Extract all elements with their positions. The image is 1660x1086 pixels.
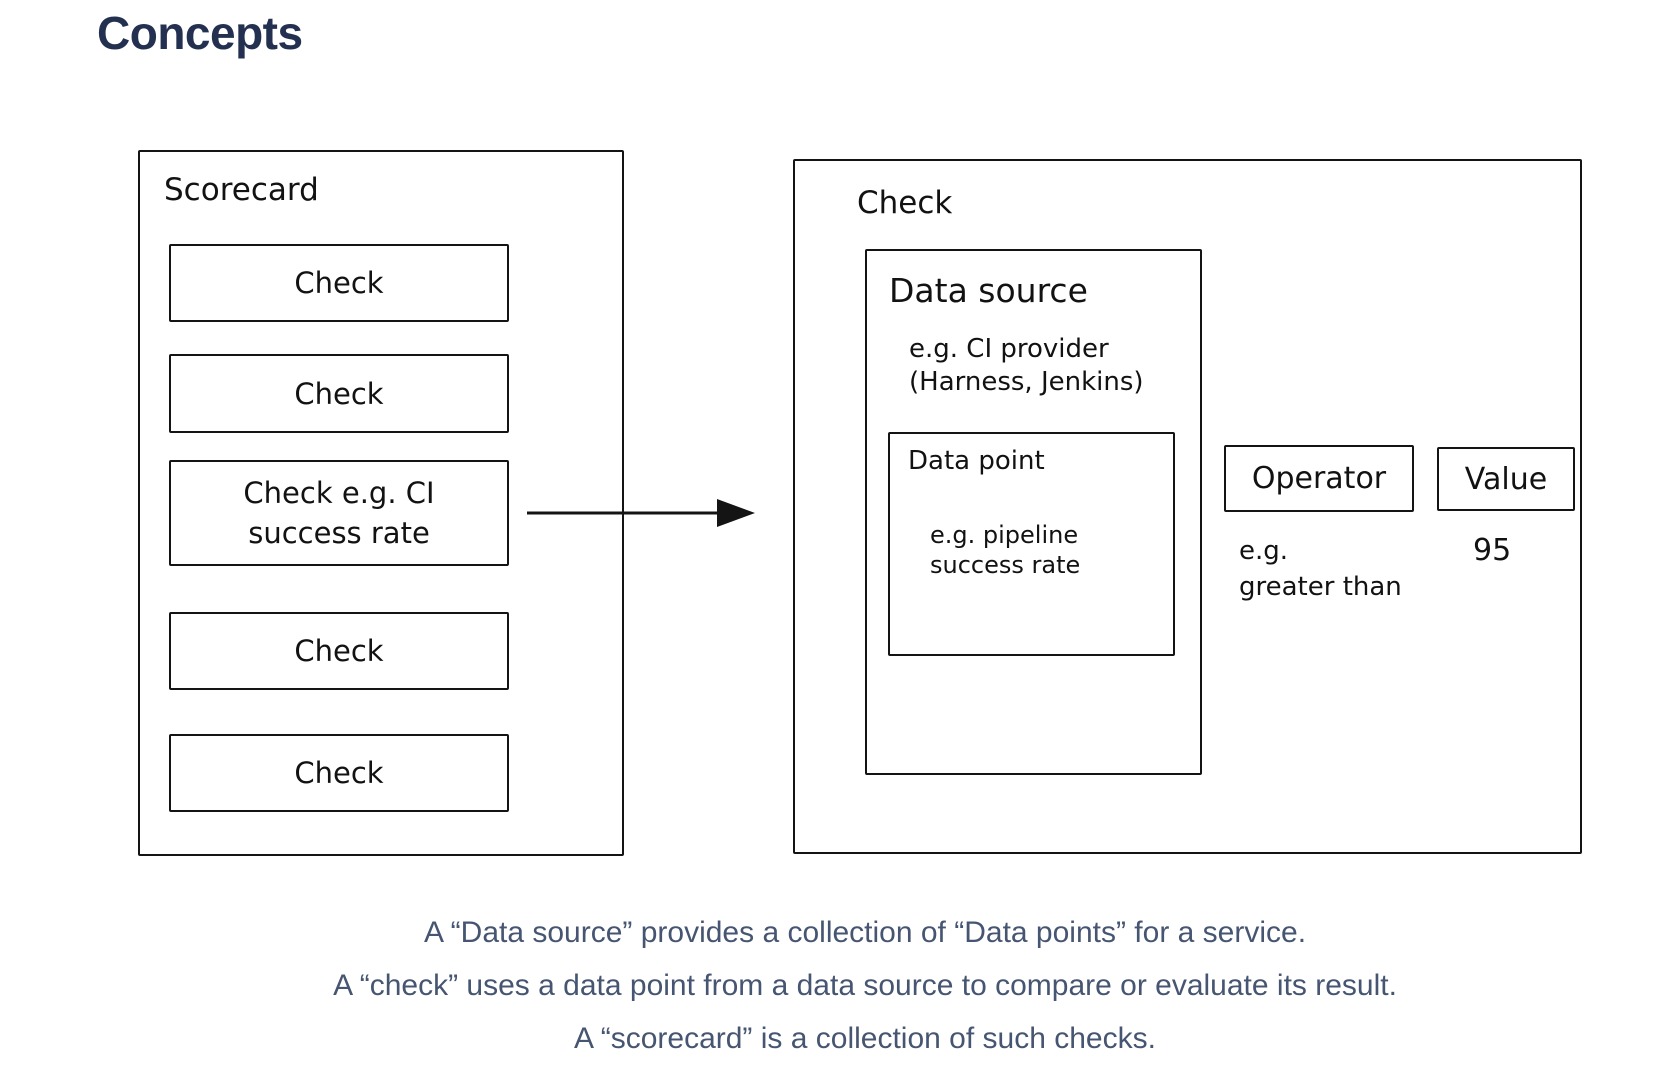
data-point-example-line: e.g. pipeline [930,521,1079,549]
check-detail-label: Check [857,185,953,221]
data-source-example-line: e.g. CI provider [909,334,1109,364]
check-detail-box: Check Data source e.g. CI provider (Harn… [793,159,1582,854]
value-label: Value [1464,461,1548,497]
data-source-example-line: (Harness, Jenkins) [909,367,1144,397]
arrow-right-icon [527,499,755,527]
data-point-label: Data point [908,446,1045,476]
caption-block: A “Data source” provides a collection of… [60,906,1660,1065]
value-example: 95 [1473,533,1512,568]
operator-example-line: greater than [1239,572,1402,602]
caption-line: A “Data source” provides a collection of… [423,916,1307,949]
data-point-example-line: success rate [930,551,1081,579]
caption-line: A “check” uses a data point from a data … [333,969,1397,1002]
scorecard-label: Scorecard [164,172,319,208]
data-source-box: Data source e.g. CI provider (Harness, J… [865,249,1202,775]
operator-example-line: e.g. [1239,536,1289,566]
data-point-example: e.g. pipeline success rate [930,520,1080,580]
scorecard-box: Scorecard Check Check Check e.g. CI succ… [138,150,624,856]
check-item-ci-success-rate: Check e.g. CI success rate [169,460,509,566]
data-point-box: Data point e.g. pipeline success rate [888,432,1175,656]
check-item: Check [169,612,509,690]
caption-line: A “scorecard” is a collection of such ch… [574,1022,1156,1055]
data-source-label: Data source [889,271,1088,310]
operator-box: Operator [1224,445,1414,512]
operator-label: Operator [1251,461,1387,496]
check-item: Check [169,354,509,433]
page-title: Concepts [97,7,303,59]
check-item: Check [169,734,509,812]
value-box: Value [1437,447,1575,511]
operator-example: e.g. greater than [1239,533,1402,605]
check-item: Check [169,244,509,322]
data-source-example: e.g. CI provider (Harness, Jenkins) [909,333,1144,399]
